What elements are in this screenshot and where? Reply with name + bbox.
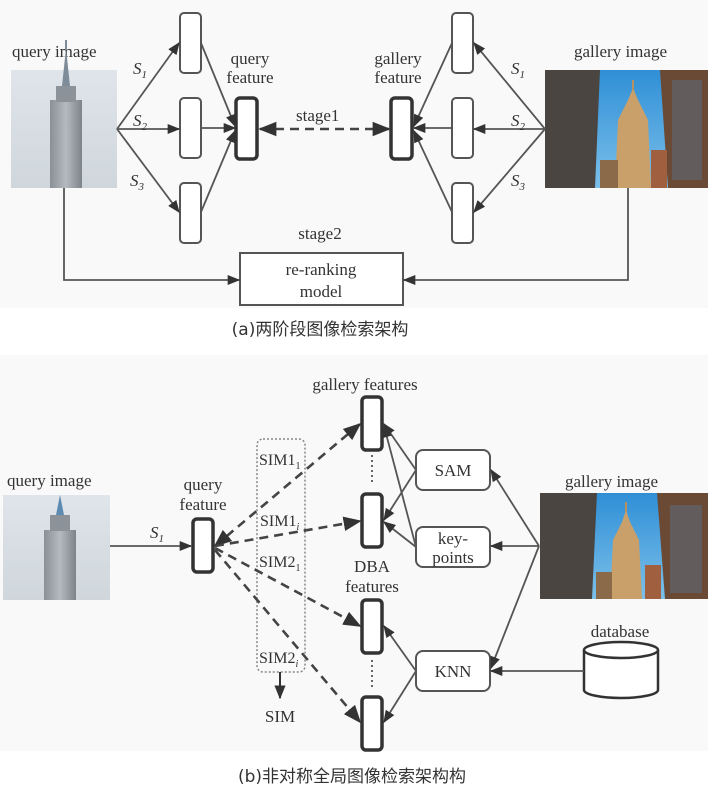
gallery-scale-label-s1: S1 (511, 59, 525, 81)
query-image-label: query image (12, 42, 97, 61)
sim-output-label: SIM (265, 707, 295, 726)
gallery-features-label: gallery features (312, 375, 417, 394)
sim-label-3: SIM21 (259, 554, 300, 574)
gallery-feature-box (389, 96, 414, 161)
arrow-g1-gallery-feature (413, 42, 453, 128)
arrow-gallery-s1 (473, 42, 546, 130)
dashed-arrow-sim2-i (214, 549, 362, 724)
query-image (11, 40, 117, 188)
dashed-arrow-sim2-1 (214, 546, 362, 628)
arrow-s1-query-feature (200, 42, 236, 128)
gallery-image (545, 70, 708, 188)
stage2-label: stage2 (298, 224, 341, 243)
arrow-query-s1 (116, 41, 180, 130)
panel-b-caption: (b)非对称全局图像检索架构构 (238, 767, 466, 787)
query-scale-1-box (179, 12, 202, 74)
arrow-gallery-s3 (473, 128, 546, 213)
arrow-gallery-to-reranking (402, 188, 629, 286)
gallery-image-label: gallery image (574, 42, 667, 61)
query-scale-3-box (179, 182, 202, 244)
panel-b: query image S1 query feature SIM11 SIM1i… (0, 355, 708, 787)
query-feature-box (234, 96, 259, 161)
arrow-knn-dba-i (383, 670, 417, 724)
reranking-label-1: re-ranking (286, 260, 357, 279)
knn-label: KNN (435, 662, 472, 681)
dba-features-label-1: DBA (354, 557, 391, 576)
arrow-sam-gallery-i (383, 469, 417, 522)
dashed-arrow-sim1-1 (213, 422, 362, 548)
dba-features-label-2: features (345, 577, 399, 596)
sam-label: SAM (435, 461, 472, 480)
b-scale-label-s1: S1 (150, 523, 164, 545)
arrow-keypoints-gallery-1 (382, 424, 417, 548)
sim-label-4: SIM2i (259, 650, 298, 670)
query-feature-label-2: feature (226, 68, 273, 87)
reranking-label-2: model (300, 282, 343, 301)
scale-label-s1: S1 (133, 59, 147, 81)
panel-a: query image S1 S2 S3 query feature stage… (0, 0, 708, 340)
gallery-feature-box-1 (360, 395, 384, 452)
keypoints-label-1: key- (438, 529, 469, 548)
panel-a-caption: (a)两阶段图像检索架构 (232, 320, 409, 340)
b-gallery-image-label: gallery image (565, 472, 658, 491)
scale-label-s2: S2 (133, 111, 148, 133)
arrow-gallery-sam (490, 468, 540, 547)
reranking-model-box (239, 252, 404, 306)
gallery-scale-1-box (451, 12, 474, 74)
b-query-feature-label-2: feature (179, 495, 226, 514)
scale-label-s3: S3 (130, 171, 145, 193)
b-query-feature-label-1: query (184, 475, 223, 494)
dashed-arrow-sim1-i (214, 516, 362, 548)
stage1-label: stage1 (296, 106, 339, 125)
b-query-feature-box (191, 517, 215, 574)
query-feature-label-1: query (231, 49, 270, 68)
gallery-feature-label-2: feature (374, 68, 421, 87)
gallery-scale-label-s3: S3 (511, 171, 526, 193)
keypoints-label-2: points (432, 548, 474, 567)
query-scale-2-box (179, 97, 202, 159)
database-label: database (591, 622, 650, 641)
arrow-gallery-knn (490, 545, 540, 670)
b-query-image-label: query image (7, 471, 92, 490)
dba-feature-box-i (360, 695, 384, 752)
gallery-scale-3-box (451, 182, 474, 244)
dba-feature-box-1 (360, 598, 384, 655)
b-query-image (3, 495, 110, 600)
gallery-feature-label-1: gallery (374, 49, 422, 68)
gallery-feature-box-i (360, 492, 384, 549)
arrow-query-s3 (116, 128, 180, 214)
arrow-knn-dba-1 (383, 624, 417, 672)
gallery-scale-2-box (451, 97, 474, 159)
database-cylinder-icon (582, 640, 660, 700)
arrow-g3-gallery-feature (413, 129, 453, 213)
arrow-s3-query-feature (200, 129, 236, 213)
gallery-scale-label-s2: S2 (511, 111, 526, 133)
arrow-keypoints-gallery-i (383, 521, 417, 548)
b-gallery-image (540, 493, 708, 599)
arrow-query-to-reranking (63, 188, 241, 286)
